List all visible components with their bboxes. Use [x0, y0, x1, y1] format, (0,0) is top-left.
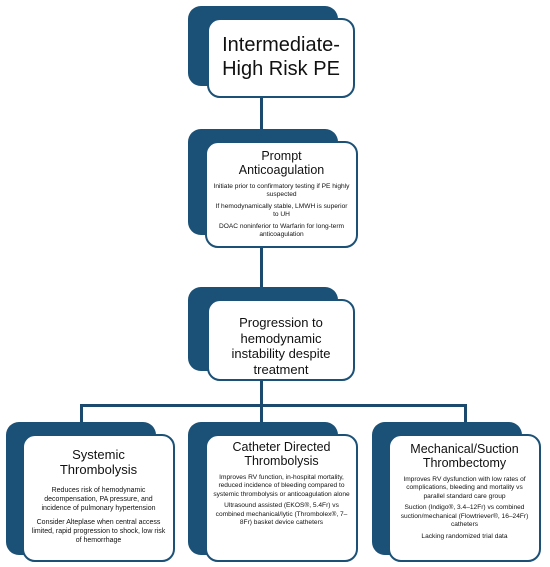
catheter-point-2: Ultrasound assisted (EKOS®, 5.4Fr) vs co…	[215, 502, 348, 527]
catheter-point-1: Improves RV function, in-hospital mortal…	[213, 474, 350, 498]
mechanical-node: Mechanical/Suction Thrombectomy Improves…	[388, 434, 541, 562]
progression-title: Progression to hemodynamic instability d…	[231, 315, 331, 377]
connector-progression-to-branch	[260, 380, 263, 406]
systemic-point-2: Consider Alteplase when central access l…	[31, 518, 166, 544]
anticoagulation-node: Prompt Anticoagulation Initiate prior to…	[205, 141, 358, 248]
mechanical-point-1: Improves RV dysfunction with low rates o…	[403, 476, 526, 500]
progression-node: Progression to hemodynamic instability d…	[207, 299, 355, 381]
connector-top-to-anticoagulation	[260, 96, 263, 141]
connector-branch-right	[464, 404, 467, 424]
top-node: Intermediate-High Risk PE	[207, 18, 355, 98]
connector-anticoagulation-to-progression	[260, 247, 263, 289]
catheter-title: Catheter Directed Thrombolysis	[232, 440, 331, 468]
systemic-node: Systemic Thrombolysis Reduces risk of he…	[22, 434, 175, 562]
catheter-node: Catheter Directed Thrombolysis Improves …	[205, 434, 358, 562]
systemic-title: Systemic Thrombolysis	[59, 447, 138, 477]
mechanical-title: Mechanical/Suction Thrombectomy	[410, 442, 519, 470]
mechanical-point-2: Suction (Indigo®, 3.4–12Fr) vs combined …	[400, 504, 529, 529]
connector-branch-horizontal	[80, 404, 467, 407]
connector-branch-center	[260, 404, 263, 424]
systemic-point-1: Reduces risk of hemodynamic decompensati…	[41, 487, 156, 512]
anticoagulation-point-1: Initiate prior to confirmatory testing i…	[213, 183, 350, 199]
top-node-title: Intermediate-High Risk PE	[222, 34, 340, 80]
anticoagulation-title: Prompt Anticoagulation	[238, 149, 325, 177]
anticoagulation-point-2: If hemodynamically stable, LMWH is super…	[215, 202, 348, 219]
anticoagulation-point-3: DOAC noninferior to Warfarin for long-te…	[218, 222, 345, 239]
mechanical-point-3: Lacking randomized trial data	[421, 532, 508, 540]
connector-branch-left	[80, 404, 83, 424]
